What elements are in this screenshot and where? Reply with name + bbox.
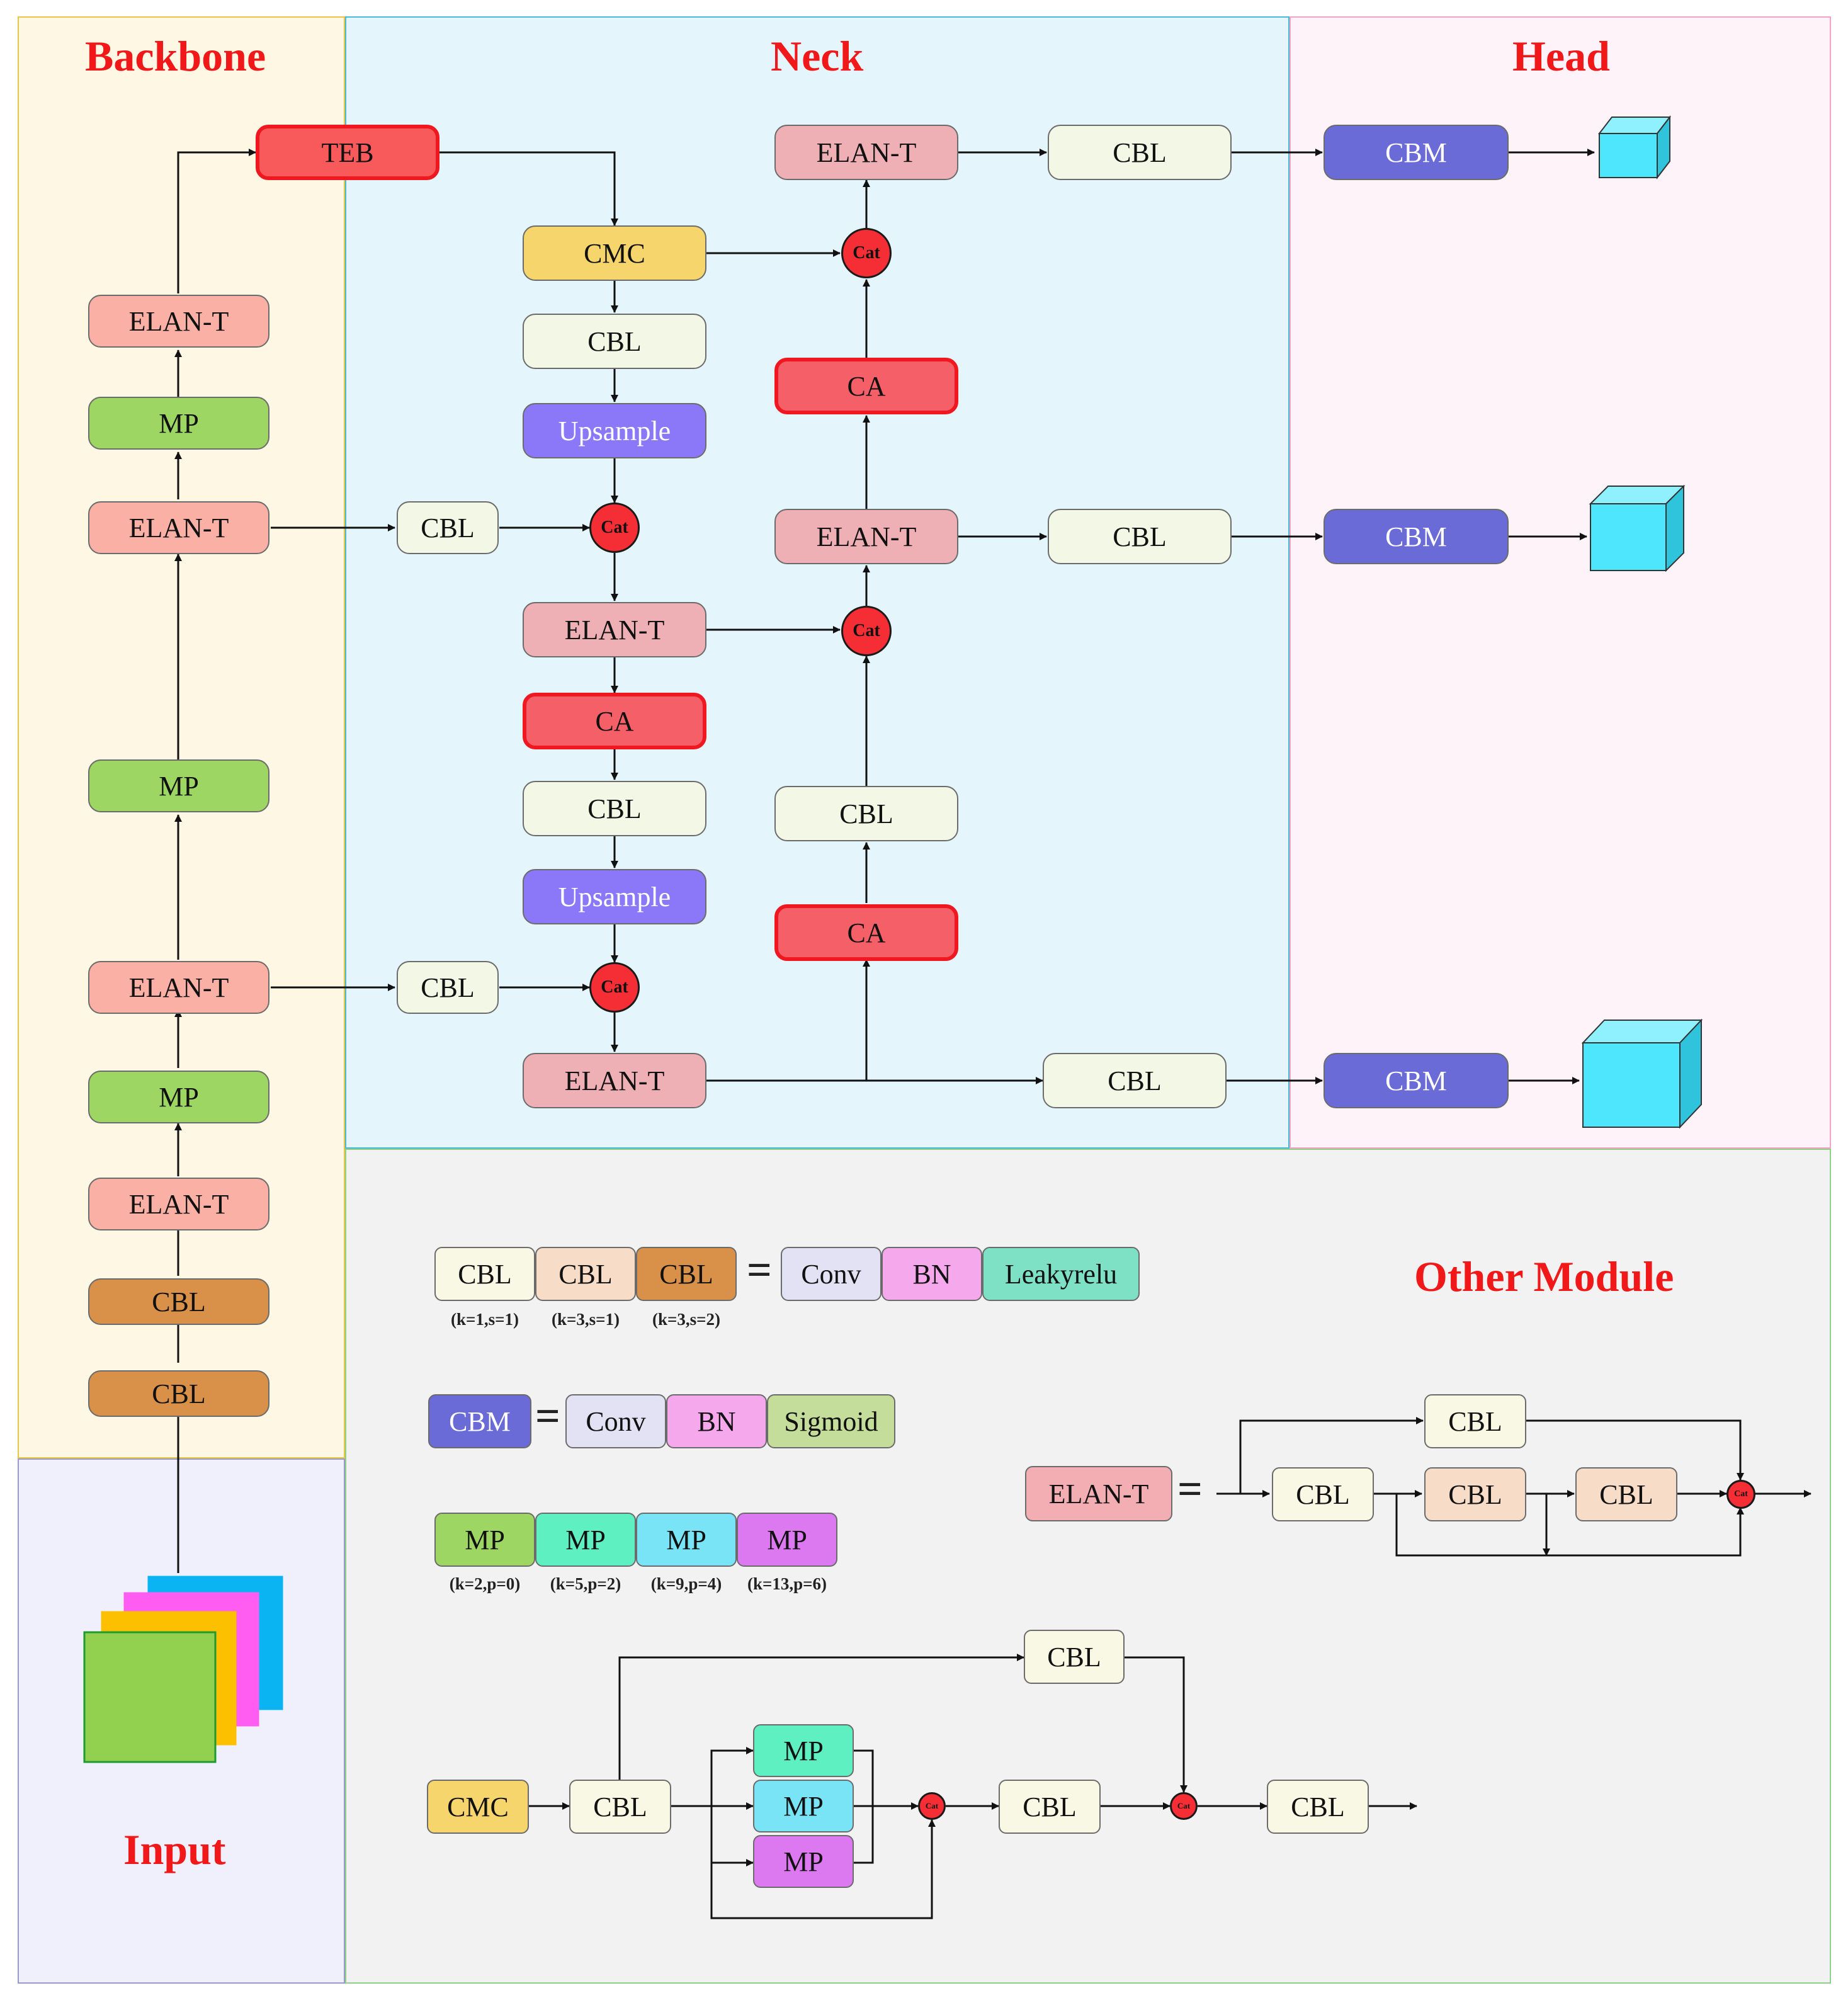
backbone-cbl-1: CBL: [88, 1370, 269, 1417]
legend-mp-k2: MP: [434, 1513, 535, 1567]
legend-mp-k13: MP: [737, 1513, 837, 1567]
backbone-mp-3: MP: [88, 397, 269, 450]
legend-elan-t: ELAN-T: [1025, 1466, 1172, 1521]
legend-mp-k5: MP: [535, 1513, 636, 1567]
neck-cbl-1: CBL: [523, 314, 706, 369]
neck-cmc: CMC: [523, 225, 706, 281]
cmc-def-cat-2: Cat: [1170, 1792, 1198, 1820]
elan-def-cbl-1: CBL: [1272, 1467, 1374, 1521]
input-image-stack: [83, 1576, 283, 1763]
output-cube-medium: [1589, 484, 1686, 572]
head-cbm-1: CBM: [1324, 125, 1509, 180]
neck-out-cbl-2: CBL: [1048, 509, 1232, 564]
neck-ca-1: CA: [523, 693, 706, 749]
equals-sign-cbl: =: [747, 1246, 772, 1295]
teb-block: TEB: [256, 125, 439, 180]
param-mp-k13: (k=13,p=6): [747, 1574, 827, 1593]
head-region: [1290, 16, 1831, 1149]
legend-bn-1: BN: [881, 1247, 982, 1301]
legend-leakyrelu: Leakyrelu: [982, 1247, 1140, 1301]
backbone-mp-2: MP: [88, 759, 269, 812]
backbone-elan-t-4: ELAN-T: [88, 295, 269, 348]
legend-cbm: CBM: [428, 1394, 531, 1448]
neck-ca-top: CA: [774, 358, 958, 414]
backbone-elan-t-1: ELAN-T: [88, 1178, 269, 1230]
elan-def-cbl-3: CBL: [1575, 1467, 1677, 1521]
neck-elan-t-top: ELAN-T: [774, 125, 958, 180]
cmc-def-mp-3: MP: [753, 1835, 854, 1888]
legend-mp-k9: MP: [636, 1513, 737, 1567]
cmc-def-cmc: CMC: [427, 1780, 529, 1834]
backbone-elan-t-2: ELAN-T: [88, 961, 269, 1014]
head-title: Head: [1512, 32, 1610, 80]
legend-conv-2: Conv: [565, 1394, 666, 1448]
cmc-def-cbl-1: CBL: [569, 1780, 671, 1834]
param-mp-k2: (k=2,p=0): [449, 1574, 521, 1593]
param-cbl-k3s1: (k=3,s=1): [551, 1310, 620, 1329]
cmc-def-cbl-3: CBL: [1267, 1780, 1369, 1834]
cmc-def-mp-2: MP: [753, 1780, 854, 1832]
output-cube-small: [1597, 115, 1672, 179]
backbone-cbl-2: CBL: [88, 1278, 269, 1325]
other-module-title: Other Module: [1414, 1253, 1674, 1300]
equals-sign-cbm: =: [535, 1392, 560, 1441]
neck-upsample-2: Upsample: [523, 869, 706, 924]
cmc-def-cat-1: Cat: [918, 1792, 946, 1820]
neck-out-cbl-1: CBL: [1048, 125, 1232, 180]
param-mp-k9: (k=9,p=4): [650, 1574, 722, 1593]
param-cbl-k1s1: (k=1,s=1): [450, 1310, 519, 1329]
backbone-mp-1: MP: [88, 1071, 269, 1123]
head-cbm-2: CBM: [1324, 509, 1509, 564]
legend-conv-1: Conv: [781, 1247, 881, 1301]
cmc-def-cbl-top: CBL: [1024, 1630, 1125, 1684]
backbone-title: Backbone: [85, 32, 266, 80]
legend-sigmoid: Sigmoid: [767, 1394, 895, 1448]
neck-cbl-right: CBL: [774, 786, 958, 841]
elan-def-cat: Cat: [1726, 1480, 1755, 1509]
neck-elan-t-1: ELAN-T: [523, 602, 706, 657]
legend-cbl-k1s1: CBL: [434, 1247, 535, 1301]
neck-out-cbl-3: CBL: [1043, 1053, 1227, 1108]
legend-cbl-k3s1: CBL: [535, 1247, 636, 1301]
neck-cbl-2: CBL: [523, 781, 706, 836]
equals-sign-elan: =: [1177, 1465, 1203, 1514]
neck-elan-t-mid: ELAN-T: [774, 509, 958, 564]
head-cbm-3: CBM: [1324, 1053, 1509, 1108]
neck-cat-mid: Cat: [841, 606, 892, 656]
neck-cbl-lateral-1: CBL: [397, 501, 499, 554]
neck-upsample-1: Upsample: [523, 403, 706, 458]
neck-cbl-lateral-2: CBL: [397, 961, 499, 1014]
backbone-elan-t-3: ELAN-T: [88, 501, 269, 554]
neck-elan-t-2: ELAN-T: [523, 1053, 706, 1108]
neck-title: Neck: [771, 32, 864, 80]
param-cbl-k3s2: (k=3,s=2): [652, 1310, 721, 1329]
output-cube-large: [1581, 1018, 1703, 1129]
input-title: Input: [123, 1826, 226, 1873]
elan-def-cbl-2: CBL: [1424, 1467, 1526, 1521]
neck-ca-bottom: CA: [774, 904, 958, 961]
legend-cbl-k3s2: CBL: [636, 1247, 737, 1301]
param-mp-k5: (k=5,p=2): [550, 1574, 621, 1593]
neck-cat-1: Cat: [589, 503, 640, 553]
legend-bn-2: BN: [666, 1394, 767, 1448]
neck-cat-top: Cat: [841, 228, 892, 278]
cmc-def-mp-1: MP: [753, 1724, 854, 1777]
neck-cat-2: Cat: [589, 962, 640, 1013]
cmc-def-cbl-2: CBL: [999, 1780, 1101, 1834]
elan-def-cbl-top: CBL: [1424, 1394, 1526, 1448]
